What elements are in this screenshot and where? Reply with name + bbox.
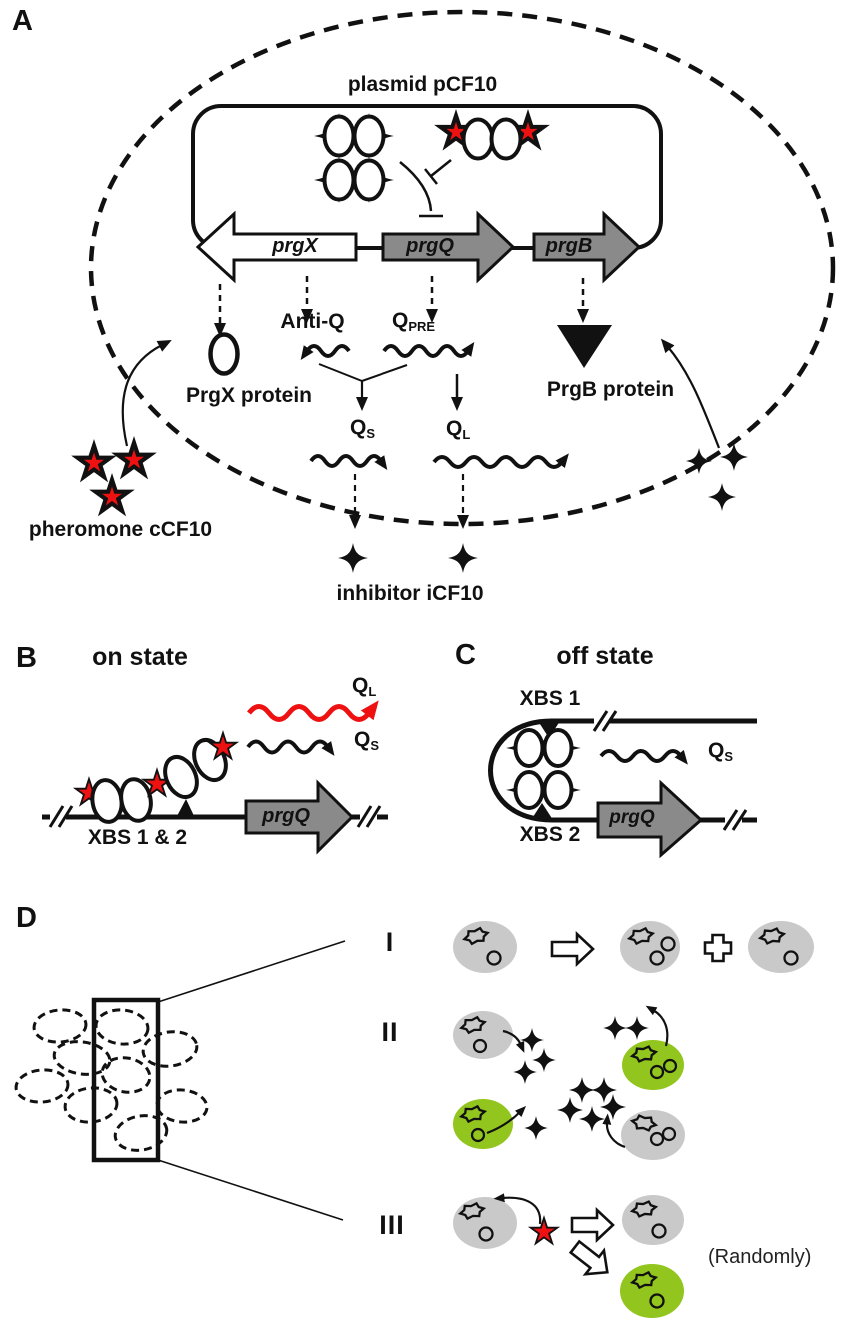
icf10-sparkle [524,1116,548,1140]
off-state-title: off state [556,642,654,670]
panel-c-graphics [488,710,757,859]
plus-icon [703,933,733,963]
panel-d-graphics [14,921,814,1318]
gray-cell [453,1011,513,1059]
prgb-gene-label: prgB [545,235,593,257]
pheromone-entry-arrow-d [493,1193,542,1225]
plasmid-title: plasmid pCF10 [347,73,498,96]
qs-label-a: QS [350,416,376,441]
inhibitor-sparkle-icons [338,543,478,573]
xbs2-site-triangle [531,803,553,820]
dimer-inhibition-tee [424,159,452,185]
secretion-arrow [602,1113,626,1149]
row1-numeral: I [385,927,395,957]
pheromone-star-icons [71,436,157,517]
ql-label-a: QL [446,417,471,442]
prgx-gene-arrow [195,210,358,284]
secretion-arrow [502,1029,525,1053]
pheromone-entry-arrow [121,339,172,447]
gray-cell [621,1110,685,1160]
prgq-gene-label: prgQ [406,235,454,257]
qs-label-c: QS [708,739,734,764]
prgx-tetramer-icon [314,113,394,203]
secretion-arrow [645,1005,669,1047]
dna-loop-c [488,710,757,831]
cell-membrane-ellipse [88,9,836,527]
xbs2-label: XBS 2 [519,823,581,846]
ql-transcript-arrow-red [247,700,379,722]
prgx-ccf10-dimer-icon [434,109,550,161]
panel-a-graphics [71,9,836,573]
row1-cells [453,921,814,973]
row3-numeral: III [379,1210,405,1240]
xbs12-label: XBS 1 & 2 [87,826,188,849]
ql-rna-arrow [432,453,569,469]
panel-a-label: A [12,5,33,37]
xbs1-site-triangle [538,721,560,738]
prgb-gene-arrow [532,210,642,284]
icf10-sparkle-cluster [557,1077,626,1132]
anti-q-rna-arrow [300,344,351,361]
icf10-entry-arrow [660,338,721,449]
panel-d-label: D [16,902,37,934]
qs-label-b: QS [354,728,380,753]
on-state-title: on state [92,643,188,671]
qs-transcript-arrow-b [246,739,335,756]
rna-processing-arrows [318,363,463,411]
repression-tee [399,161,443,218]
green-cell [620,1264,684,1318]
panel-b-graphics [42,700,388,855]
prgq-gene-arrow-c [596,779,704,859]
gray-cell [620,921,680,973]
prgx-protein-label: PrgX protein [185,384,312,407]
prgq-gene-label-b: prgQ [262,805,310,827]
prgx-tetramer-loop-icon [506,728,581,810]
randomly-note: (Randomly) [708,1246,812,1268]
prgq-gene-label-c: prgQ [609,807,655,828]
row2-numeral: II [381,1017,399,1047]
prgb-protein-label: PrgB protein [546,378,675,401]
zoom-callout-lines [157,940,346,1221]
expression-dashed-arrows [214,276,589,337]
pheromone-label: pheromone cCF10 [28,518,213,541]
open-arrow-icon [570,1208,615,1242]
panel-c-label: C [455,639,476,671]
prgb-protein-icon [557,325,612,368]
prgq-gene-arrow-b [244,779,355,855]
plasmid-backbone [191,104,663,250]
row2-cells [453,1005,685,1160]
anti-q-label: Anti-Q [280,310,345,333]
green-cell [622,1040,684,1090]
prgx-gene-label: prgX [272,235,318,257]
gray-cell [453,921,517,973]
panel-b-label: B [16,642,37,674]
green-cell [453,1099,513,1149]
secretion-arrow [486,1105,527,1135]
gray-cell [622,1195,684,1245]
prgx-protein-icon [208,332,240,376]
gray-cell [748,921,814,973]
qpre-rna-arrow [382,341,475,358]
xbs1-label: XBS 1 [519,687,581,710]
prgq-gene-arrow [381,210,516,284]
open-arrow-icon [550,932,595,966]
cell-colony-dashed [14,1008,209,1152]
row3-cells [453,1193,684,1318]
ql-label-b: QL [352,674,377,699]
pheromone-star-icon [531,1218,558,1243]
secretion-dashed-arrows [349,474,469,529]
prgx-tetramer-on-dna-icon [76,733,237,824]
inhibitor-label: inhibitor iCF10 [336,582,484,605]
gray-cell [453,1197,517,1249]
qpre-label: QPRE [392,309,436,334]
zoom-selection-rect [91,997,161,1163]
qs-rna-arrow [309,454,388,471]
qs-transcript-arrow-c [599,749,688,765]
open-arrow-icon [564,1233,618,1286]
